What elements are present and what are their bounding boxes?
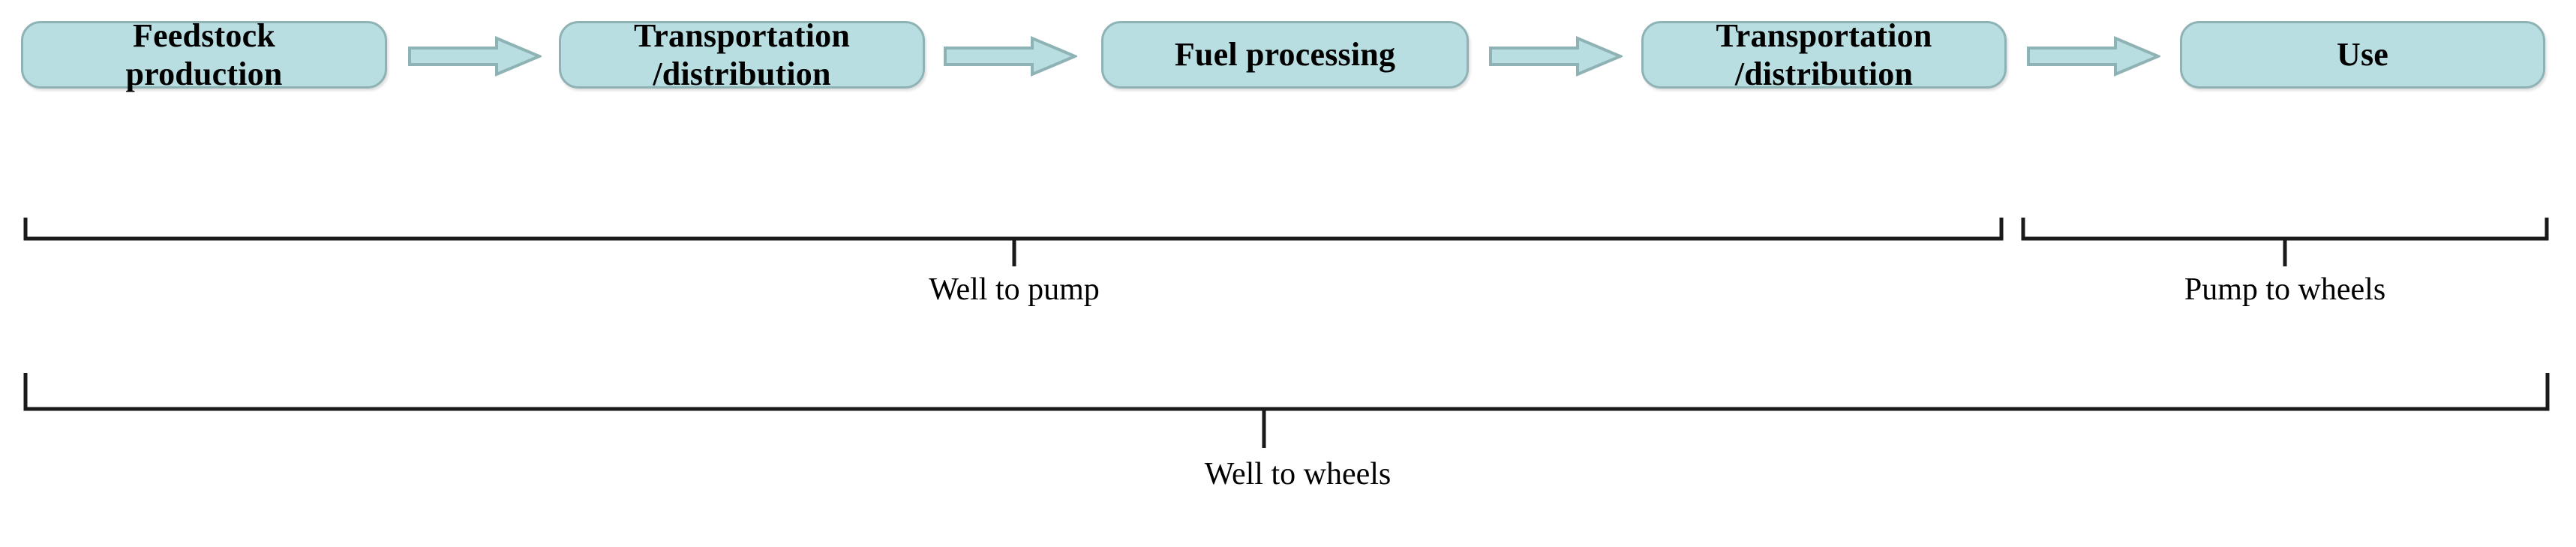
flow-arrow-right-icon	[1489, 36, 1623, 77]
span-label-well-to-pump: Well to pump	[929, 272, 1100, 307]
stage-box-transportation-distribution-2: Transportation /distribution	[1641, 17, 2007, 92]
flow-arrow-right-icon	[944, 36, 1077, 77]
stage-box-fuel-processing: Fuel processing	[1101, 21, 1469, 89]
brace-well-to-pump	[23, 218, 2004, 266]
stage-label: Transportation /distribution	[633, 17, 850, 92]
stage-box-use: Use	[2180, 21, 2545, 89]
brace-well-to-wheels	[23, 373, 2550, 448]
span-label-well-to-wheels: Well to wheels	[1204, 457, 1392, 491]
stage-label: Transportation /distribution	[1716, 17, 1932, 92]
stage-box-feedstock-production: Feedstock production	[21, 17, 387, 92]
flow-arrow-right-icon	[2027, 36, 2160, 77]
flow-arrow-right-icon	[408, 36, 542, 77]
stage-label: Feedstock production	[125, 17, 283, 92]
stage-box-transportation-distribution-1: Transportation /distribution	[559, 17, 925, 92]
span-label-pump-to-wheels: Pump to wheels	[2184, 272, 2386, 307]
stage-label: Use	[2336, 36, 2389, 74]
stage-label: Fuel processing	[1174, 36, 1396, 74]
brace-pump-to-wheels	[2021, 218, 2549, 266]
